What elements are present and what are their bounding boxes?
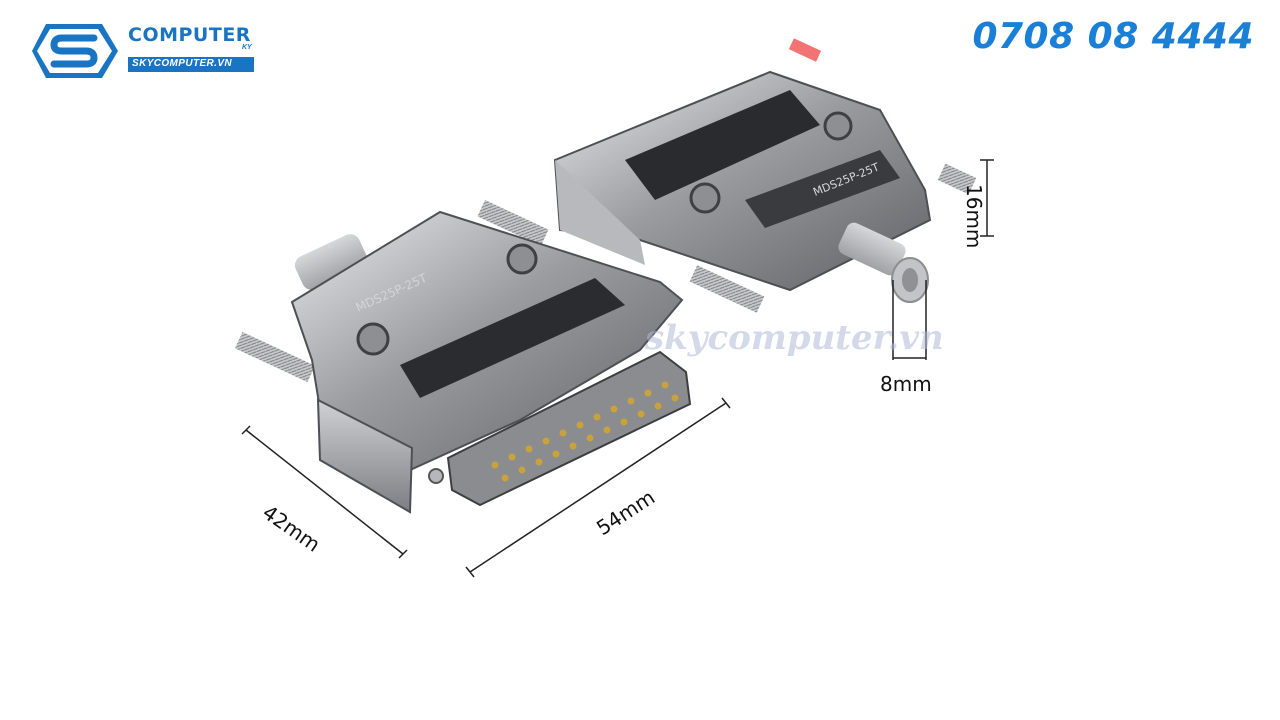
- dimension-label-16mm: 16mm: [962, 184, 986, 249]
- watermark-text: skycomputer.vn: [645, 318, 944, 358]
- connector-back-view: MDS25P-25T: [553, 38, 977, 313]
- logo-website-text: SKYCOMPUTER.VN: [132, 58, 233, 69]
- logo: COMPUTER KY SKYCOMPUTER.VN: [32, 22, 254, 82]
- hotline-number: 0708 08 4444: [972, 16, 1254, 57]
- logo-website-bar: [128, 57, 254, 72]
- logo-s-mark-icon: [32, 24, 118, 78]
- logo-suffix-text: KY: [242, 44, 252, 51]
- dimension-label-8mm: 8mm: [880, 372, 932, 396]
- connector-front-view: MDS25P-25T: [234, 200, 692, 514]
- dimension-lines: [241, 159, 994, 578]
- logo-brand-text: COMPUTER: [128, 24, 251, 46]
